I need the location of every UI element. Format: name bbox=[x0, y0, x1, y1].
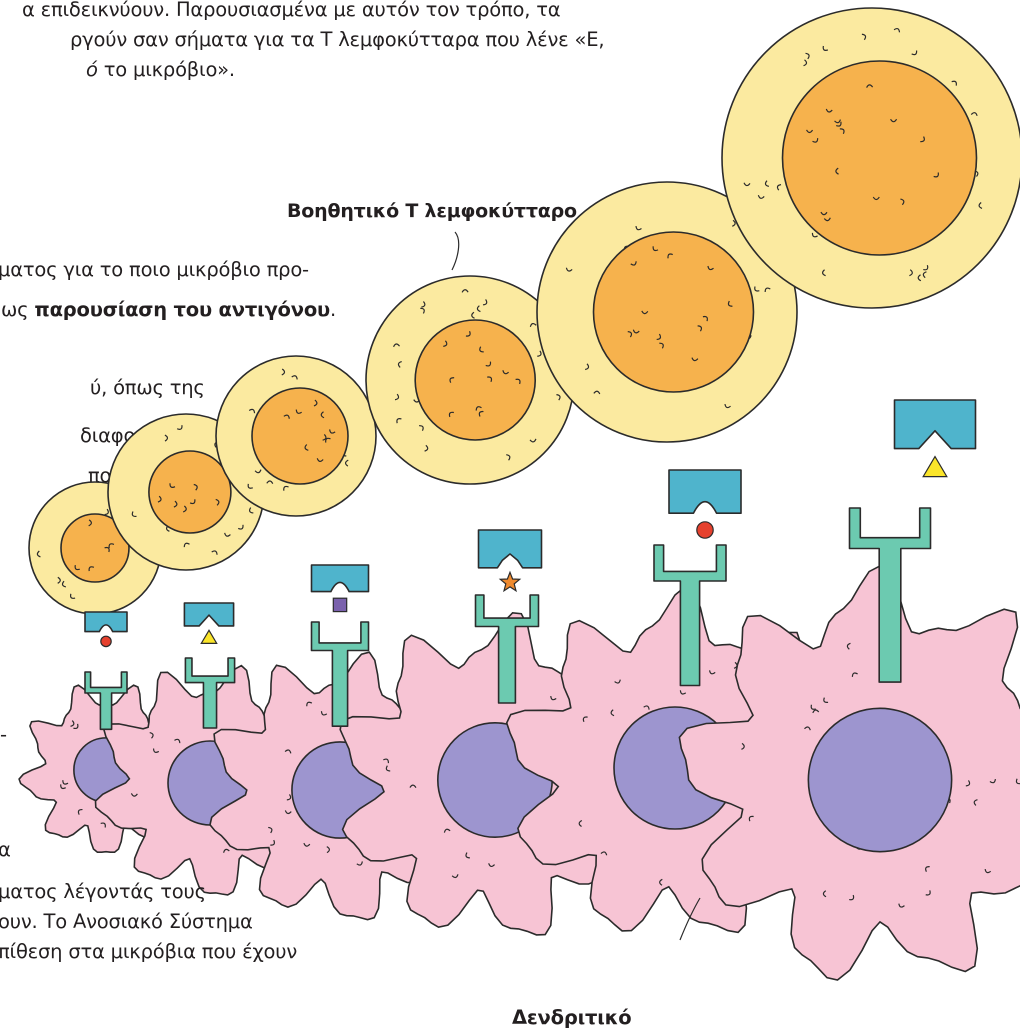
antigen-triangle bbox=[201, 630, 216, 643]
tcr-receptor bbox=[85, 612, 127, 632]
antigen-star bbox=[500, 572, 519, 591]
antigen-mark bbox=[697, 522, 713, 538]
tcr-receptor bbox=[184, 603, 233, 626]
helper-t-cell-nucleus bbox=[415, 320, 535, 440]
antigen-mark bbox=[923, 457, 947, 477]
helper-t-cell-nucleus bbox=[594, 232, 754, 392]
helper-t-cell bbox=[216, 356, 376, 516]
bottom-text-line-3: ουν. Το Ανοσιακό Σύστημα bbox=[0, 908, 253, 936]
antigen-mark bbox=[101, 636, 111, 646]
helper-t-cell-nucleus bbox=[149, 451, 231, 533]
tcr-receptor-shape bbox=[85, 612, 127, 632]
antigen-circle bbox=[697, 522, 713, 538]
bottom-text-line-1: α bbox=[0, 836, 11, 864]
tcr-receptor bbox=[669, 470, 741, 513]
antigen-square bbox=[333, 598, 346, 611]
tcr-receptor bbox=[479, 530, 542, 568]
dendritic-cell-nucleus bbox=[808, 708, 951, 851]
helper-t-cell-label: Βοηθητικό Τ λεμφοκύτταρο bbox=[287, 197, 577, 225]
helper-t-cell bbox=[722, 8, 1020, 308]
bottom-text-line-2: ματος λέγοντάς τους bbox=[0, 878, 206, 906]
tcr-receptor-shape bbox=[184, 603, 233, 626]
tcr-receptor bbox=[312, 565, 369, 592]
helper-t-cell-nucleus bbox=[783, 61, 977, 255]
tcr-receptor-shape bbox=[479, 530, 542, 568]
tcr-receptor bbox=[895, 400, 976, 449]
antigen-mark bbox=[333, 598, 346, 611]
bottom-text-line-4: πίθεση στα μικρόβια που έχουν bbox=[0, 938, 297, 966]
antigen-circle bbox=[101, 636, 111, 646]
helper-t-cell-leader-line bbox=[452, 232, 459, 270]
tcr-receptor-shape bbox=[895, 400, 976, 449]
antigen-triangle bbox=[923, 457, 947, 477]
tcr-receptor-shape bbox=[669, 470, 741, 513]
antigen-mark bbox=[500, 572, 519, 591]
dendritic-cell-label: Δενδριτικό bbox=[512, 1004, 631, 1032]
helper-t-cell-nucleus bbox=[252, 388, 348, 484]
tcr-receptor-shape bbox=[312, 565, 369, 592]
antigen-mark bbox=[201, 630, 216, 643]
